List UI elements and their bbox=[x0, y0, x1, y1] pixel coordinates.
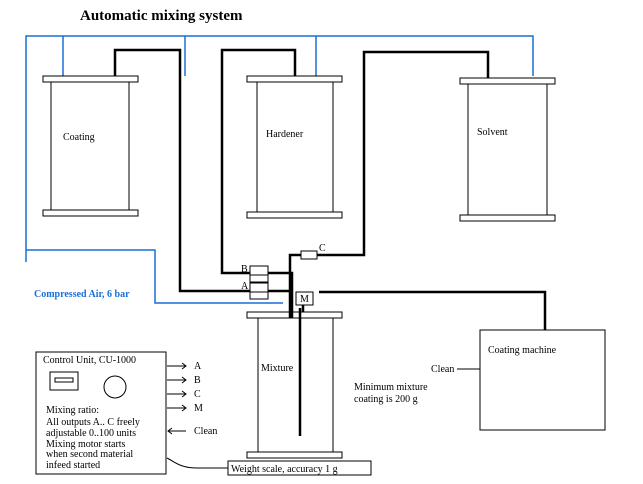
coating-machine-box bbox=[479, 329, 606, 431]
motor-label: M bbox=[300, 294, 309, 305]
control-line-5: infeed started bbox=[46, 460, 100, 471]
minimum-line2: coating is 200 g bbox=[354, 394, 418, 405]
valve-a-label: A bbox=[241, 281, 249, 292]
control-line-3: Mixing motor starts bbox=[46, 439, 126, 450]
mixture-tank bbox=[246, 311, 343, 459]
diagram-title: Automatic mixing system bbox=[80, 8, 243, 24]
control-unit-title: Control Unit, CU-1000 bbox=[43, 355, 136, 366]
solvent-tank bbox=[459, 77, 556, 222]
mixing-ratio-title: Mixing ratio: bbox=[46, 405, 99, 416]
coating-machine-label: Coating machine bbox=[488, 345, 557, 356]
control-output-arrows bbox=[166, 362, 228, 469]
valve-b bbox=[249, 265, 269, 283]
output-m-label: M bbox=[194, 403, 203, 414]
solvent-label: Solvent bbox=[477, 127, 508, 138]
control-display-window bbox=[54, 377, 74, 383]
valve-a bbox=[249, 282, 269, 300]
coating-tank bbox=[42, 75, 139, 217]
coating-label: Coating bbox=[63, 132, 95, 143]
valve-c bbox=[300, 250, 318, 260]
control-line-1: All outputs A.. C freely bbox=[46, 417, 140, 428]
output-b-label: B bbox=[194, 375, 201, 386]
control-line-4: when second material bbox=[46, 449, 133, 460]
motor-box bbox=[295, 291, 314, 306]
hardener-tank bbox=[246, 75, 343, 219]
valve-c-label: C bbox=[319, 243, 326, 254]
compressed-air-lines bbox=[25, 35, 534, 304]
output-a-label: A bbox=[194, 361, 202, 372]
mixture-label: Mixture bbox=[261, 363, 294, 374]
hardener-label: Hardener bbox=[266, 129, 304, 140]
control-knob bbox=[103, 375, 127, 399]
valve-b-label: B bbox=[241, 264, 248, 275]
minimum-line1: Minimum mixture bbox=[354, 382, 428, 393]
compressed-air-label: Compressed Air, 6 bar bbox=[34, 289, 130, 300]
output-c-label: C bbox=[194, 389, 201, 400]
control-line-2: adjustable 0..100 units bbox=[46, 428, 136, 439]
control-clean-label: Clean bbox=[194, 426, 217, 437]
weight-scale-label: Weight scale, accuracy 1 g bbox=[231, 464, 338, 475]
machine-clean-label: Clean bbox=[431, 364, 454, 375]
